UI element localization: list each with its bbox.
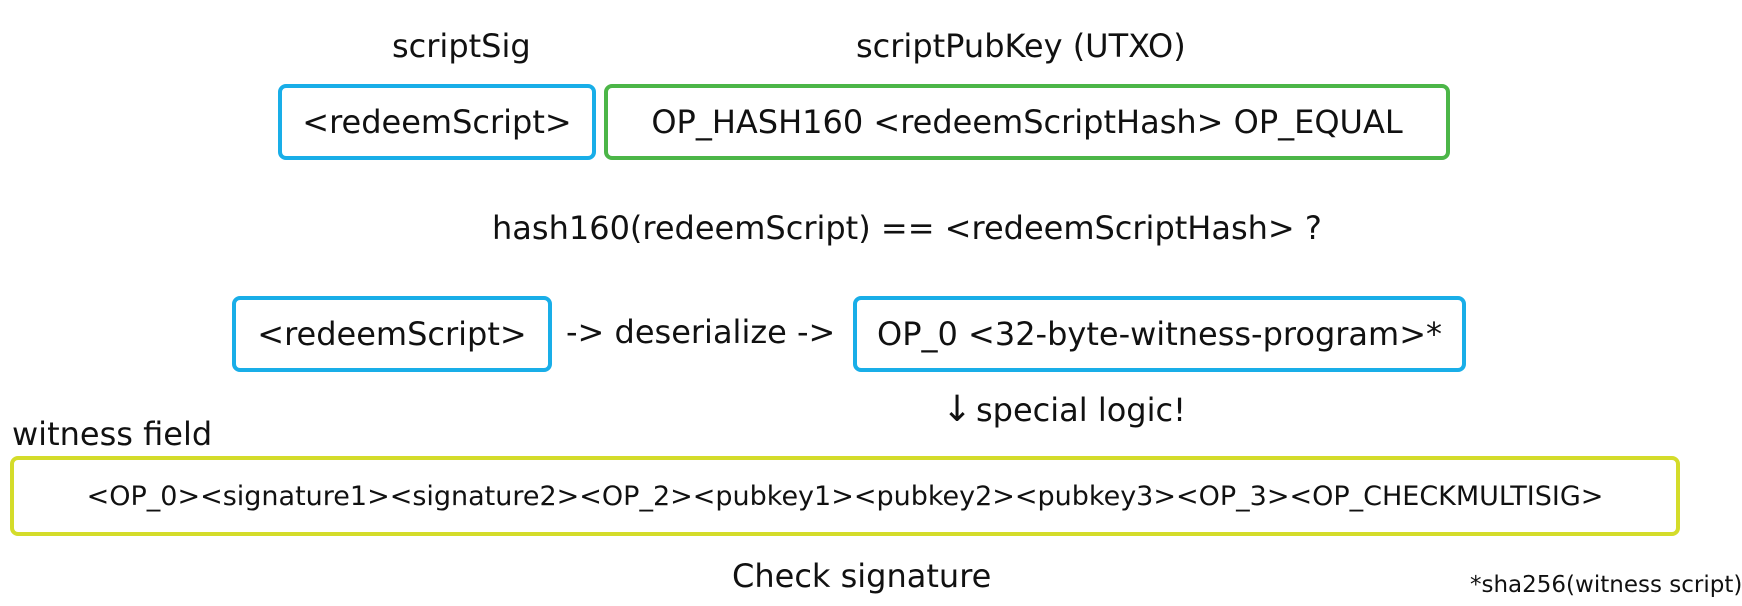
special-logic-text: special logic! [976,391,1186,429]
redeem-script-box-mid: <redeemScript> [232,296,552,372]
footnote-text: *sha256(witness script) [1470,572,1742,598]
down-arrow-icon: ↓ [942,389,973,430]
witness-program-box: OP_0 <32-byte-witness-program>* [853,296,1466,372]
deserialize-text: -> deserialize -> [566,313,836,351]
witness-data-box: <OP_0><signature1><signature2><OP_2><pub… [10,456,1680,536]
script-pubkey-label: scriptPubKey (UTXO) [856,27,1186,65]
witness-field-label: witness field [12,415,213,453]
script-sig-label: scriptSig [392,27,531,65]
redeem-script-box-top: <redeemScript> [278,84,596,160]
hash-check-text: hash160(redeemScript) == <redeemScriptHa… [492,209,1322,247]
check-signature-text: Check signature [732,557,992,595]
script-pubkey-box: OP_HASH160 <redeemScriptHash> OP_EQUAL [604,84,1450,160]
